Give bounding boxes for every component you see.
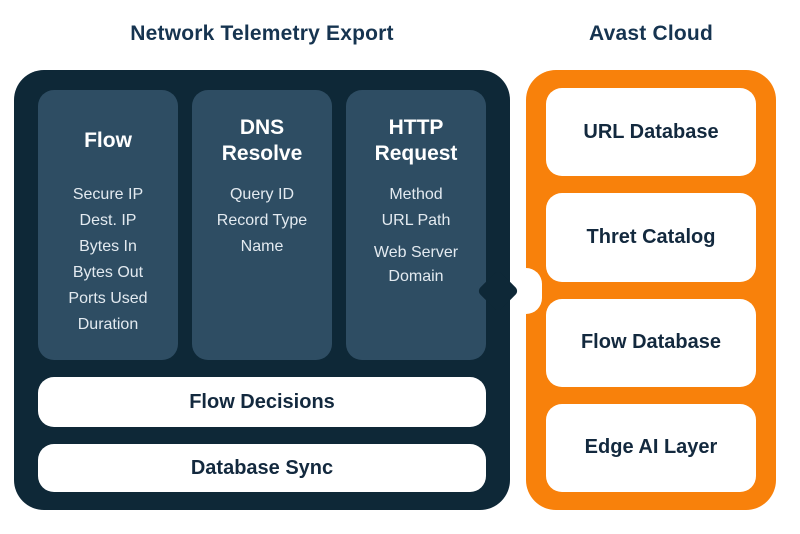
flow-item-secure-ip: Secure IP [72, 186, 144, 203]
http-item-web-server-domain: Web Server Domain [373, 244, 459, 285]
flow-item-bytes-out: Bytes Out [72, 264, 144, 281]
flow-item-ports-used: Ports Used [68, 290, 148, 307]
flow-column: Flow Secure IP Dest. IP Bytes In Bytes O… [38, 90, 178, 360]
flow-item-dest-ip: Dest. IP [79, 212, 137, 229]
http-request-column: HTTP Request Method URL Path Web Server … [346, 90, 486, 360]
network-telemetry-panel: Flow Secure IP Dest. IP Bytes In Bytes O… [14, 70, 520, 510]
http-request-column-items: Method URL Path Web Server Domain [354, 182, 478, 289]
cloud-box-thret-catalog: Thret Catalog [546, 193, 756, 282]
dns-item-name: Name [240, 238, 284, 255]
telemetry-columns: Flow Secure IP Dest. IP Bytes In Bytes O… [38, 90, 486, 360]
dns-item-record-type: Record Type [216, 212, 308, 229]
dns-resolve-column-heading: DNS Resolve [221, 115, 303, 165]
database-sync-bar: Database Sync [38, 444, 486, 492]
flow-column-heading: Flow [84, 128, 132, 152]
flow-item-bytes-in: Bytes In [79, 238, 137, 255]
cloud-panel-title: Avast Cloud [589, 22, 713, 45]
flow-decisions-bar: Flow Decisions [38, 377, 486, 427]
http-item-url-path: URL Path [381, 212, 451, 229]
flow-column-items: Secure IP Dest. IP Bytes In Bytes Out Po… [46, 182, 170, 338]
http-item-method: Method [389, 186, 443, 203]
dns-resolve-column-items: Query ID Record Type Name [200, 182, 324, 260]
dns-item-query-id: Query ID [229, 186, 294, 203]
dns-resolve-column: DNS Resolve Query ID Record Type Name [192, 90, 332, 360]
avast-cloud-panel: URL Database Thret Catalog Flow Database… [526, 70, 776, 510]
cloud-box-edge-ai-layer: Edge AI Layer [546, 403, 756, 492]
http-request-column-heading: HTTP Request [374, 115, 458, 165]
flow-item-duration: Duration [77, 316, 139, 333]
telemetry-panel-title: Network Telemetry Export [130, 22, 394, 45]
connector-notch [526, 268, 542, 314]
cloud-box-url-database: URL Database [546, 88, 756, 177]
cloud-box-flow-database: Flow Database [546, 298, 756, 387]
